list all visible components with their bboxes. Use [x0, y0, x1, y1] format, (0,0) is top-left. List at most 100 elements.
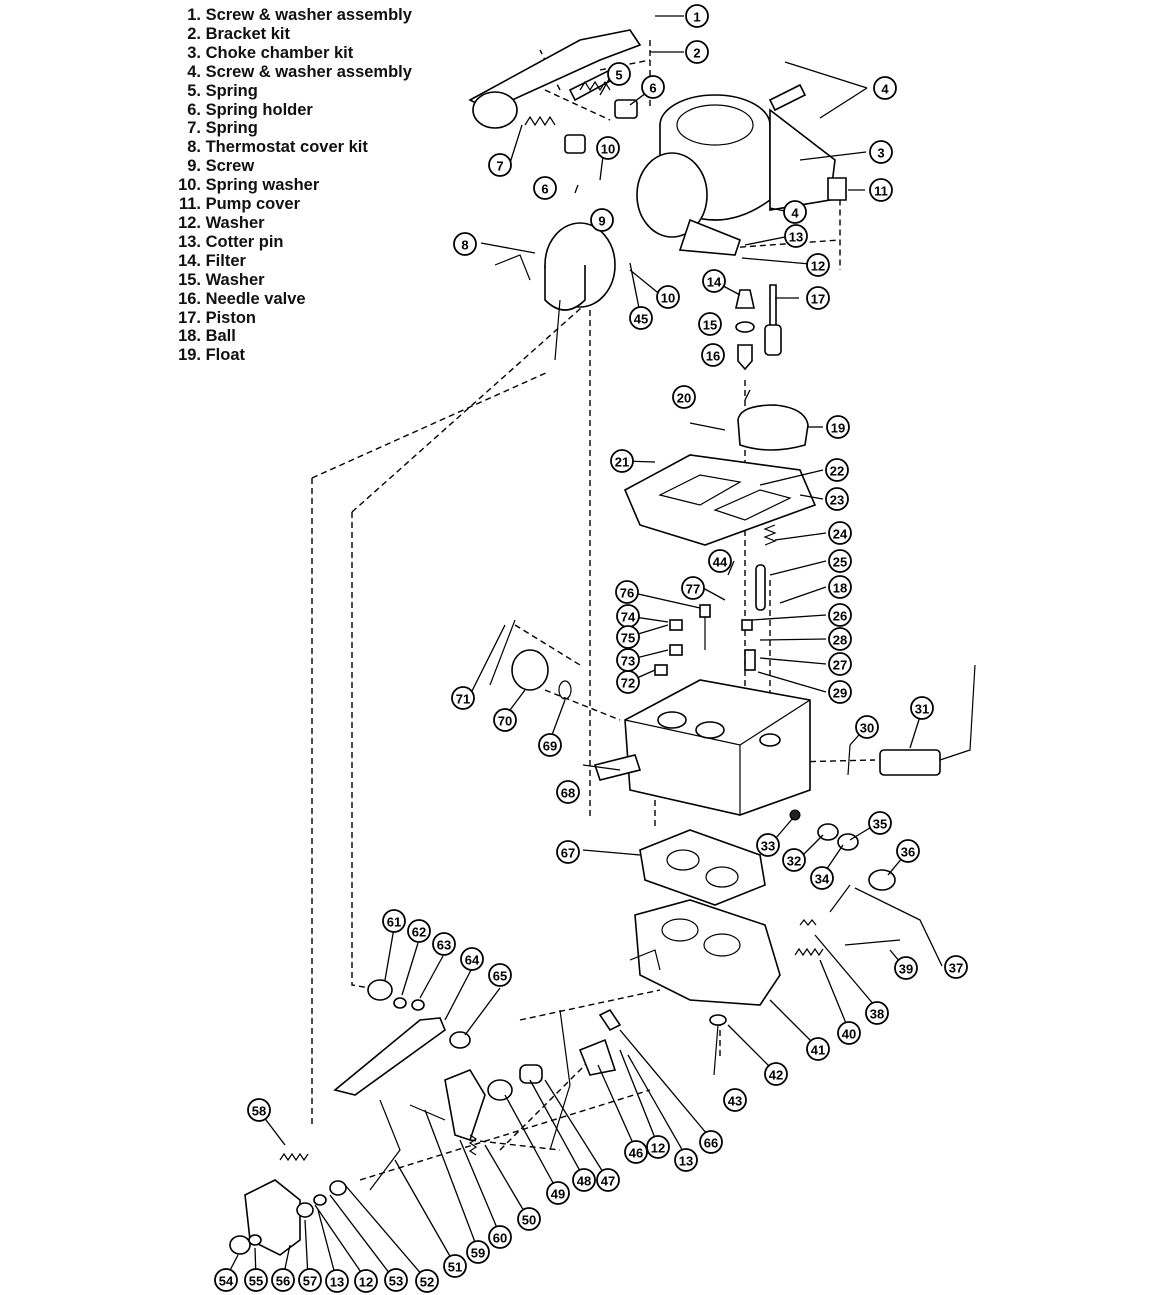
callout-label: 3 — [877, 146, 884, 161]
callout-label: 2 — [693, 46, 700, 61]
callout-label: 19 — [831, 421, 845, 436]
callout-39: 39 — [894, 956, 918, 980]
callout-68: 68 — [556, 780, 580, 804]
callout-15: 15 — [698, 312, 722, 336]
legend-item-label: Thermostat cover kit — [201, 138, 368, 157]
legend-item-label: Needle valve — [201, 289, 306, 308]
legend-item-label: Spring holder — [201, 100, 313, 119]
legend-item-label: Cotter pin — [201, 232, 284, 251]
callout-label: 12 — [811, 259, 825, 274]
callout-34: 34 — [810, 866, 834, 890]
legend-item-number: 10. — [178, 176, 201, 195]
legend-item-label: Float — [201, 346, 245, 365]
legend-item-label: Screw & washer assembly — [201, 6, 412, 24]
legend-item: 18. Ball — [168, 327, 412, 346]
callout-label: 22 — [830, 464, 844, 479]
callout-label: 76 — [620, 586, 634, 601]
callout-9: 9 — [590, 208, 614, 232]
callout-77: 77 — [681, 576, 705, 600]
callout-32: 32 — [782, 848, 806, 872]
callout-51: 51 — [443, 1254, 467, 1278]
callout-label: 47 — [601, 1174, 615, 1189]
callout-markers: 1234567891011121314151617192021222324251… — [214, 4, 968, 1293]
legend-item-number: 4. — [187, 62, 201, 81]
callout-label: 60 — [493, 1231, 507, 1246]
legend-item: 19. Float — [168, 346, 412, 365]
callout-43: 43 — [723, 1088, 747, 1112]
callout-label: 52 — [420, 1275, 434, 1290]
callout-5: 5 — [607, 62, 631, 86]
callout-label: 54 — [219, 1274, 234, 1289]
callout-57: 57 — [298, 1268, 322, 1292]
callout-61: 61 — [382, 909, 406, 933]
legend-item-label: Ball — [201, 327, 236, 346]
callout-label: 25 — [833, 555, 847, 570]
callout-41: 41 — [806, 1037, 830, 1061]
callout-48: 48 — [572, 1168, 596, 1192]
callout-1: 1 — [685, 4, 709, 28]
callout-label: 6 — [541, 182, 548, 197]
legend-item-label: Spring washer — [201, 176, 320, 195]
callout-label: 56 — [276, 1274, 290, 1289]
callout-label: 10 — [661, 291, 675, 306]
callout-label: 57 — [303, 1274, 317, 1289]
legend-item-number: 11. — [178, 195, 201, 214]
callout-label: 44 — [713, 555, 728, 570]
callout-label: 74 — [621, 610, 636, 625]
callout-6: 6 — [533, 176, 557, 200]
callout-label: 72 — [621, 676, 635, 691]
legend-item-number: 15. — [178, 270, 201, 289]
callout-10: 10 — [656, 285, 680, 309]
legend-item: 7. Spring — [168, 119, 412, 138]
callout-73: 73 — [616, 648, 640, 672]
callout-33: 33 — [756, 833, 780, 857]
callout-37: 37 — [944, 955, 968, 979]
legend-item: 10. Spring washer — [168, 176, 412, 195]
callout-label: 37 — [949, 961, 963, 976]
callout-21: 21 — [610, 449, 634, 473]
callout-65: 65 — [488, 963, 512, 987]
callout-label: 12 — [651, 1141, 665, 1156]
legend-item: 2. Bracket kit — [168, 25, 412, 44]
callout-label: 71 — [456, 692, 470, 707]
legend-item: 4. Screw & washer assembly — [168, 63, 412, 82]
callout-label: 46 — [629, 1146, 643, 1161]
callout-label: 45 — [634, 312, 648, 327]
callout-45: 45 — [629, 306, 653, 330]
callout-label: 13 — [330, 1275, 344, 1290]
callout-12: 12 — [354, 1269, 378, 1293]
legend-item: 6. Spring holder — [168, 101, 412, 120]
callout-56: 56 — [271, 1268, 295, 1292]
callout-label: 48 — [577, 1174, 591, 1189]
callout-54: 54 — [214, 1268, 238, 1292]
callout-label: 51 — [448, 1260, 462, 1275]
legend-item: 13. Cotter pin — [168, 233, 412, 252]
callout-7: 7 — [488, 153, 512, 177]
callout-label: 42 — [769, 1068, 783, 1083]
legend-item-number: 18. — [178, 327, 201, 346]
callout-35: 35 — [868, 811, 892, 835]
callout-25: 25 — [828, 549, 852, 573]
legend-item: 11. Pump cover — [168, 195, 412, 214]
callout-label: 9 — [598, 214, 605, 229]
callout-label: 4 — [881, 82, 889, 97]
callout-label: 68 — [561, 786, 575, 801]
callout-64: 64 — [460, 947, 484, 971]
callout-label: 29 — [833, 686, 847, 701]
callout-60: 60 — [488, 1225, 512, 1249]
callout-13: 13 — [674, 1148, 698, 1172]
callout-72: 72 — [616, 670, 640, 694]
callout-label: 34 — [815, 872, 830, 887]
callout-3: 3 — [869, 140, 893, 164]
callout-38: 38 — [865, 1001, 889, 1025]
callout-label: 62 — [412, 925, 426, 940]
callout-10: 10 — [596, 136, 620, 160]
callout-55: 55 — [244, 1268, 268, 1292]
legend-item: 15. Washer — [168, 271, 412, 290]
callout-23: 23 — [825, 487, 849, 511]
callout-label: 10 — [601, 142, 615, 157]
callout-66: 66 — [699, 1130, 723, 1154]
legend-item-number: 2. — [187, 24, 201, 43]
callout-label: 16 — [706, 349, 720, 364]
callout-30: 30 — [855, 715, 879, 739]
